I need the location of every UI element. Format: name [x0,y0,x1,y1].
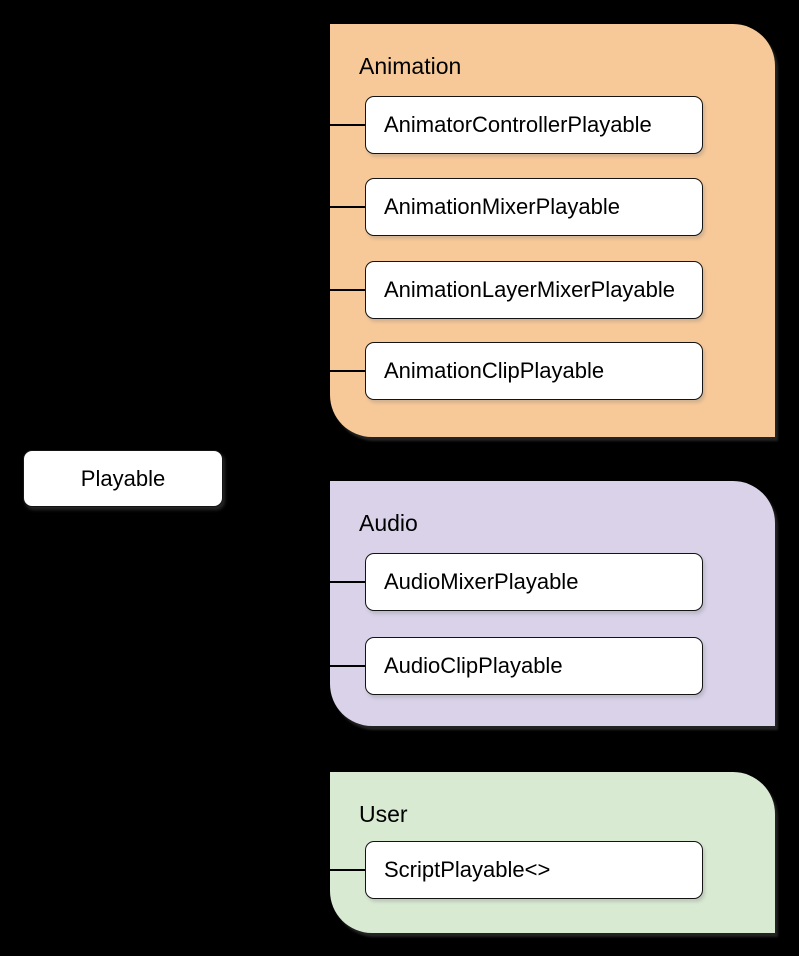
class-node-animator-controller-playable: AnimatorControllerPlayable [365,96,703,154]
root-node-playable: Playable [23,450,223,507]
class-node-audio-mixer-playable: AudioMixerPlayable [365,553,703,611]
group-label-animation: Animation [359,53,462,79]
group-label-audio: Audio [359,510,418,536]
class-node-animation-clip-playable: AnimationClipPlayable [365,342,703,400]
class-node-animation-mixer-playable: AnimationMixerPlayable [365,178,703,236]
class-node-script-playable: ScriptPlayable<> [365,841,703,899]
class-node-audio-clip-playable: AudioClipPlayable [365,637,703,695]
class-node-animation-layer-mixer-playable: AnimationLayerMixerPlayable [365,261,703,319]
group-label-user: User [359,801,408,827]
